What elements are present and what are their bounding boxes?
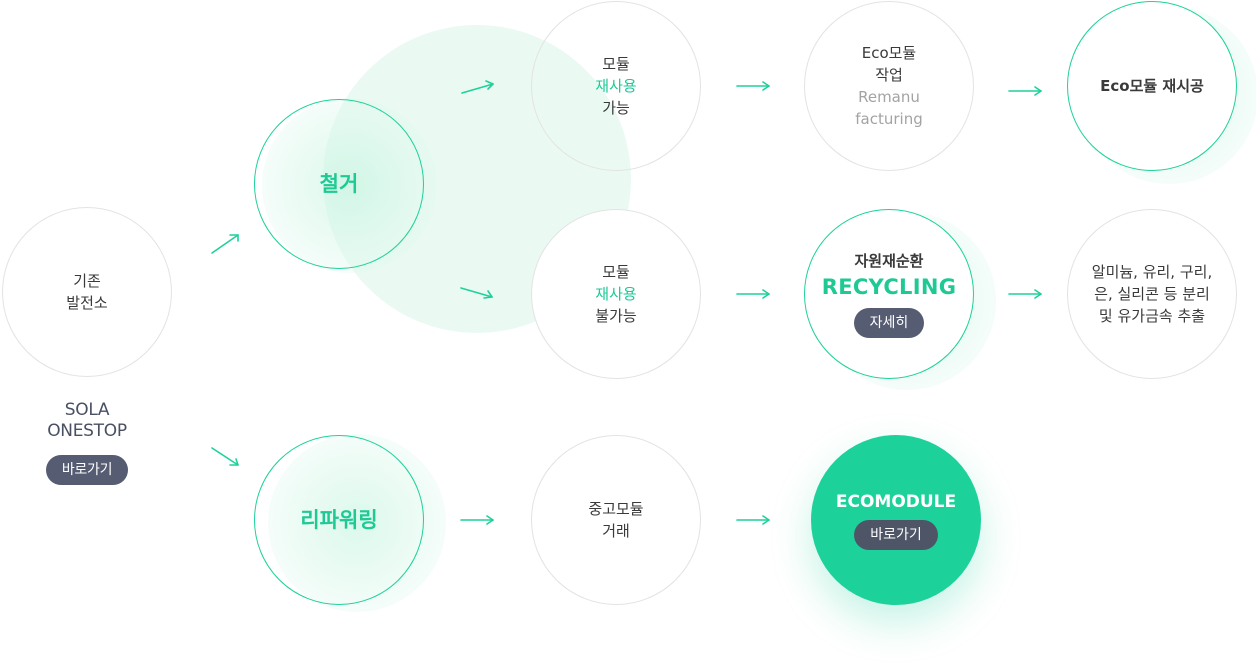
recycling-node: 자원재순환 RECYCLING 자세히 [804,209,974,379]
arrow-reman-to-reprocess [1008,86,1042,96]
recycling-detail-button[interactable]: 자세히 [853,308,925,338]
separation-line2: 은, 실리콘 등 분리 [1094,285,1210,303]
sola-onestop-logo: SOLA ONESTOP 바로가기 [32,400,142,485]
repowering-label: 리파워링 [300,508,378,532]
demolition-label: 철거 [319,172,359,196]
separation-line3: 및 유가금속 추출 [1098,307,1206,325]
reman-line1: Eco모듈 [861,44,917,62]
arrow-demolition-to-not-reusable [460,287,493,299]
arrow-not-reusable-to-recycling [736,289,770,299]
material-separation-node: 알미늄, 유리, 구리, 은, 실리콘 등 분리 및 유가금속 추출 [1067,209,1237,379]
reprocess-label: Eco모듈 재시공 [1100,77,1204,95]
arrow-reusable-to-reman [736,81,770,91]
ecomodule-node: ECOMODULE 바로가기 [811,435,981,605]
not-reusable-line3: 불가능 [595,307,637,325]
sola-goto-button[interactable]: 바로가기 [45,455,129,485]
reusable-line2: 재사용 [595,77,637,95]
origin-plant-node: 기존 발전소 [2,207,172,377]
arrow-demolition-to-reusable [461,80,494,94]
recycling-line2: RECYCLING [821,275,957,299]
arrow-origin-to-repowering [211,447,239,466]
arrow-origin-to-demolition [211,234,239,254]
ecomodule-title: ECOMODULE [835,492,957,512]
arrow-recycling-to-separation [1008,289,1042,299]
trade-line2: 거래 [602,522,630,540]
sola-logo-line1: SOLA [64,400,110,420]
module-not-reusable-node: 모듈 재사용 불가능 [531,209,701,379]
eco-module-work-node: Eco모듈 작업 Remanu facturing [804,1,974,171]
not-reusable-line2: 재사용 [595,285,637,303]
recycling-line1: 자원재순환 [854,252,924,270]
sola-logo-line2: ONESTOP [47,421,127,441]
eco-module-reprocess-node: Eco모듈 재시공 [1067,1,1237,171]
origin-line1: 기존 [73,272,101,290]
separation-line1: 알미늄, 유리, 구리, [1091,263,1213,281]
arrow-repowering-to-trade [460,515,494,525]
ecomodule-goto-button[interactable]: 바로가기 [854,520,938,550]
trade-line1: 중고모듈 [588,500,644,518]
arrow-trade-to-ecomodule [736,515,770,525]
origin-line2: 발전소 [66,294,108,312]
module-reusable-node: 모듈 재사용 가능 [531,1,701,171]
reman-line3: Remanu [858,88,920,106]
reusable-line1: 모듈 [602,55,630,73]
not-reusable-line1: 모듈 [602,263,630,281]
reman-line2: 작업 [875,66,903,84]
demolition-node: 철거 [254,99,424,269]
reman-line4: facturing [855,110,923,128]
used-module-trade-node: 중고모듈 거래 [531,435,701,605]
reusable-line3: 가능 [602,99,630,117]
repowering-node: 리파워링 [254,435,424,605]
